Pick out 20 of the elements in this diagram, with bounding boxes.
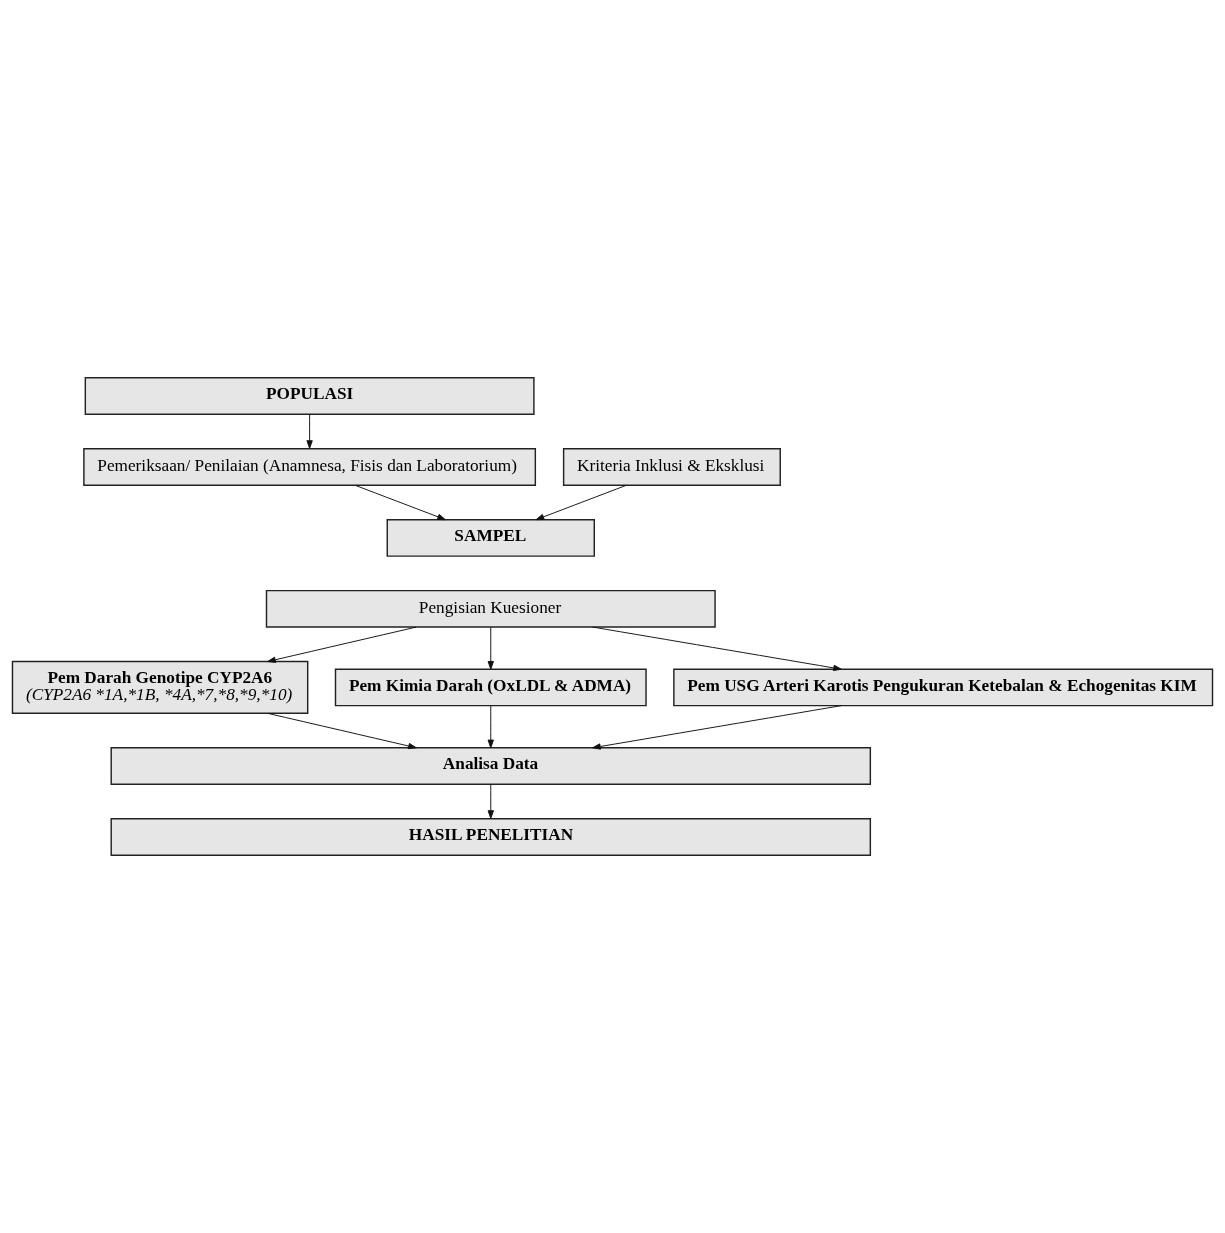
- node-box: Pem USG Arteri Karotis Pengukuran Ketebalan & Echogenitas KIM: [673, 668, 1214, 707]
- arrow: [592, 626, 842, 672]
- arrow: [487, 783, 494, 819]
- arrow: [267, 626, 417, 663]
- arrow: [487, 705, 494, 749]
- node-box: POPULASI: [84, 377, 535, 415]
- arrow: [487, 626, 494, 670]
- node-box: Pemeriksaan/ Penilaian (Anamnesa, Fisis dan Laboratorium): [83, 448, 537, 486]
- node-box: Pengisian Kuesioner: [265, 589, 716, 628]
- arrow: [354, 484, 446, 521]
- arrow: [306, 413, 313, 449]
- arrow: [535, 484, 627, 521]
- node-box: Kriteria Inklusi & Eksklusi: [562, 448, 781, 486]
- arrow: [592, 705, 842, 750]
- arrow: [267, 712, 417, 750]
- node-box: Analisa Data: [110, 747, 872, 785]
- node-box: Pem Kimia Darah (OxLDL & ADMA): [334, 668, 647, 707]
- node-box: SAMPEL: [386, 518, 595, 557]
- node-box: Pem Darah Genotipe CYP2A6 (CYP2A6 *1A,*1B, *4A,*7,*8,*9,*10): [11, 660, 309, 715]
- node-box: HASIL PENELITIAN: [110, 818, 872, 856]
